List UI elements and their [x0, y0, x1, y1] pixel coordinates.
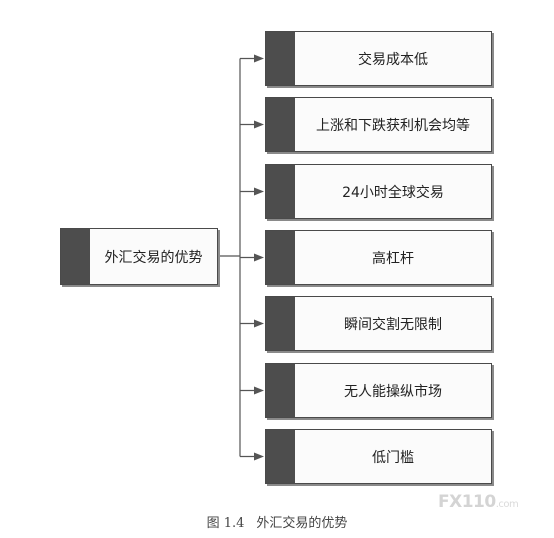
- branch-node: 高杠杆: [265, 230, 492, 285]
- arrowhead-icon: [254, 187, 264, 196]
- branch-node: 低门槛: [265, 429, 492, 484]
- branch-node: 瞬间交割无限制: [265, 296, 492, 351]
- branch-node-tab: [266, 32, 295, 85]
- arrowhead-icon: [254, 253, 264, 262]
- branch-node: 交易成本低: [265, 31, 492, 86]
- watermark-brand: FX110: [438, 492, 496, 512]
- root-node: 外汇交易的优势: [60, 228, 218, 285]
- branch-node: 上涨和下跌获利机会均等: [265, 97, 492, 152]
- branch-node-label: 无人能操纵市场: [344, 383, 442, 400]
- root-node-tab: [61, 229, 90, 284]
- branch-node-label: 交易成本低: [358, 51, 428, 68]
- arrowhead-icon: [254, 319, 264, 328]
- branch-node-tab: [266, 165, 295, 218]
- arrowhead-icon: [254, 386, 264, 395]
- root-node-label: 外汇交易的优势: [104, 249, 203, 266]
- figure-number: 图 1.4: [206, 516, 245, 531]
- branch-node: 无人能操纵市场: [265, 363, 492, 418]
- branch-node: 24小时全球交易: [265, 164, 492, 219]
- branch-node-tab: [266, 297, 295, 350]
- watermark-logo: FX110.com: [438, 492, 519, 512]
- branch-node-label: 上涨和下跌获利机会均等: [316, 117, 470, 134]
- arrowhead-icon: [254, 120, 264, 129]
- branch-node-tab: [266, 430, 295, 483]
- branch-node-label: 瞬间交割无限制: [344, 316, 442, 333]
- branch-node-label: 24小时全球交易: [342, 184, 444, 201]
- branch-node-label: 低门槛: [372, 449, 414, 466]
- branch-node-tab: [266, 364, 295, 417]
- branch-node-tab: [266, 231, 295, 284]
- arrowhead-icon: [254, 452, 264, 461]
- branch-node-tab: [266, 98, 295, 151]
- branch-node-label: 高杠杆: [372, 250, 414, 267]
- watermark-suffix: .com: [495, 499, 519, 510]
- figure-caption: 图 1.4 外汇交易的优势: [0, 512, 554, 531]
- arrowhead-icon: [254, 54, 264, 63]
- figure-title: 外汇交易的优势: [256, 516, 348, 531]
